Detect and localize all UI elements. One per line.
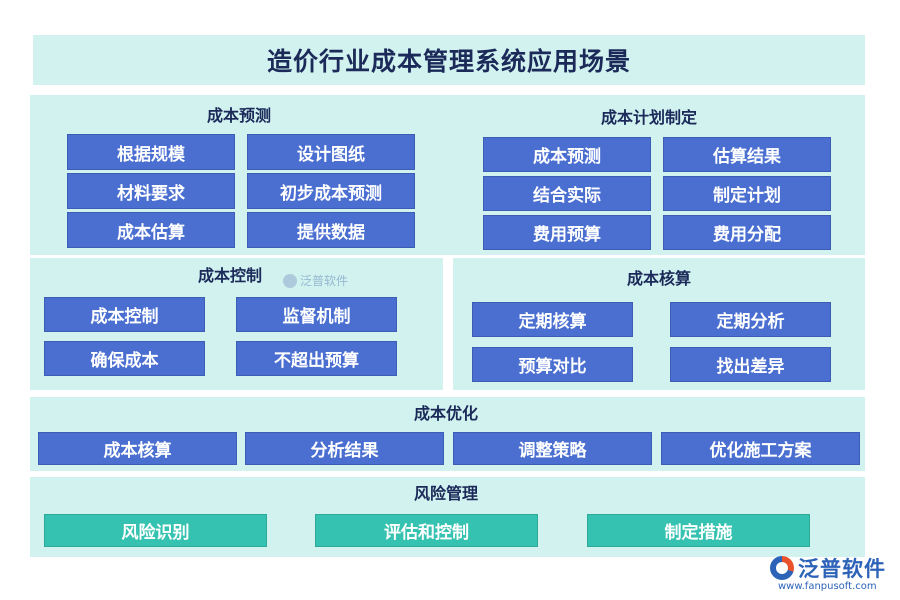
page-title: 造价行业成本管理系统应用场景 [33,35,865,85]
control-item: 确保成本 [44,341,205,376]
optimization-section-title: 成本优化 [414,404,479,423]
control-section-title: 成本控制 [198,266,263,285]
risk-section-title: 风险管理 [414,484,479,503]
accounting-section-title: 成本核算 [627,269,692,288]
watermark-logo-icon [283,273,297,288]
planning-item: 费用分配 [663,215,831,250]
planning-item: 费用预算 [483,215,651,250]
watermark: 泛普软件 [283,272,348,289]
planning-item: 结合实际 [483,176,651,211]
planning-item: 估算结果 [663,137,831,172]
risk-item: 评估和控制 [315,514,538,547]
control-item: 成本控制 [44,297,205,332]
watermark-text: 泛普软件 [300,274,349,288]
brand-logo: 泛普软件 www.fanpusoft.com [770,553,886,592]
forecast-item: 材料要求 [67,173,235,209]
optimization-item: 分析结果 [245,432,444,465]
risk-item: 风险识别 [44,514,267,547]
planning-section-title: 成本计划制定 [601,108,698,127]
forecast-item: 初步成本预测 [247,173,415,209]
brand-logo-icon [770,556,794,580]
planning-item: 制定计划 [663,176,831,211]
optimization-item: 调整策略 [453,432,652,465]
forecast-item: 根据规模 [67,134,235,170]
accounting-item: 定期分析 [670,302,831,337]
planning-item: 成本预测 [483,137,651,172]
forecast-item: 成本估算 [67,212,235,248]
brand-name: 泛普软件 [798,557,886,581]
forecast-item: 提供数据 [247,212,415,248]
control-item: 不超出预算 [236,341,397,376]
accounting-item: 定期核算 [472,302,633,337]
optimization-item: 成本核算 [38,432,237,465]
accounting-item: 预算对比 [472,347,633,382]
brand-url: www.fanpusoft.com [778,581,877,592]
forecast-section-title: 成本预测 [207,106,272,125]
optimization-item: 优化施工方案 [661,432,860,465]
accounting-item: 找出差异 [670,347,831,382]
risk-item: 制定措施 [587,514,810,547]
forecast-item: 设计图纸 [247,134,415,170]
control-item: 监督机制 [236,297,397,332]
